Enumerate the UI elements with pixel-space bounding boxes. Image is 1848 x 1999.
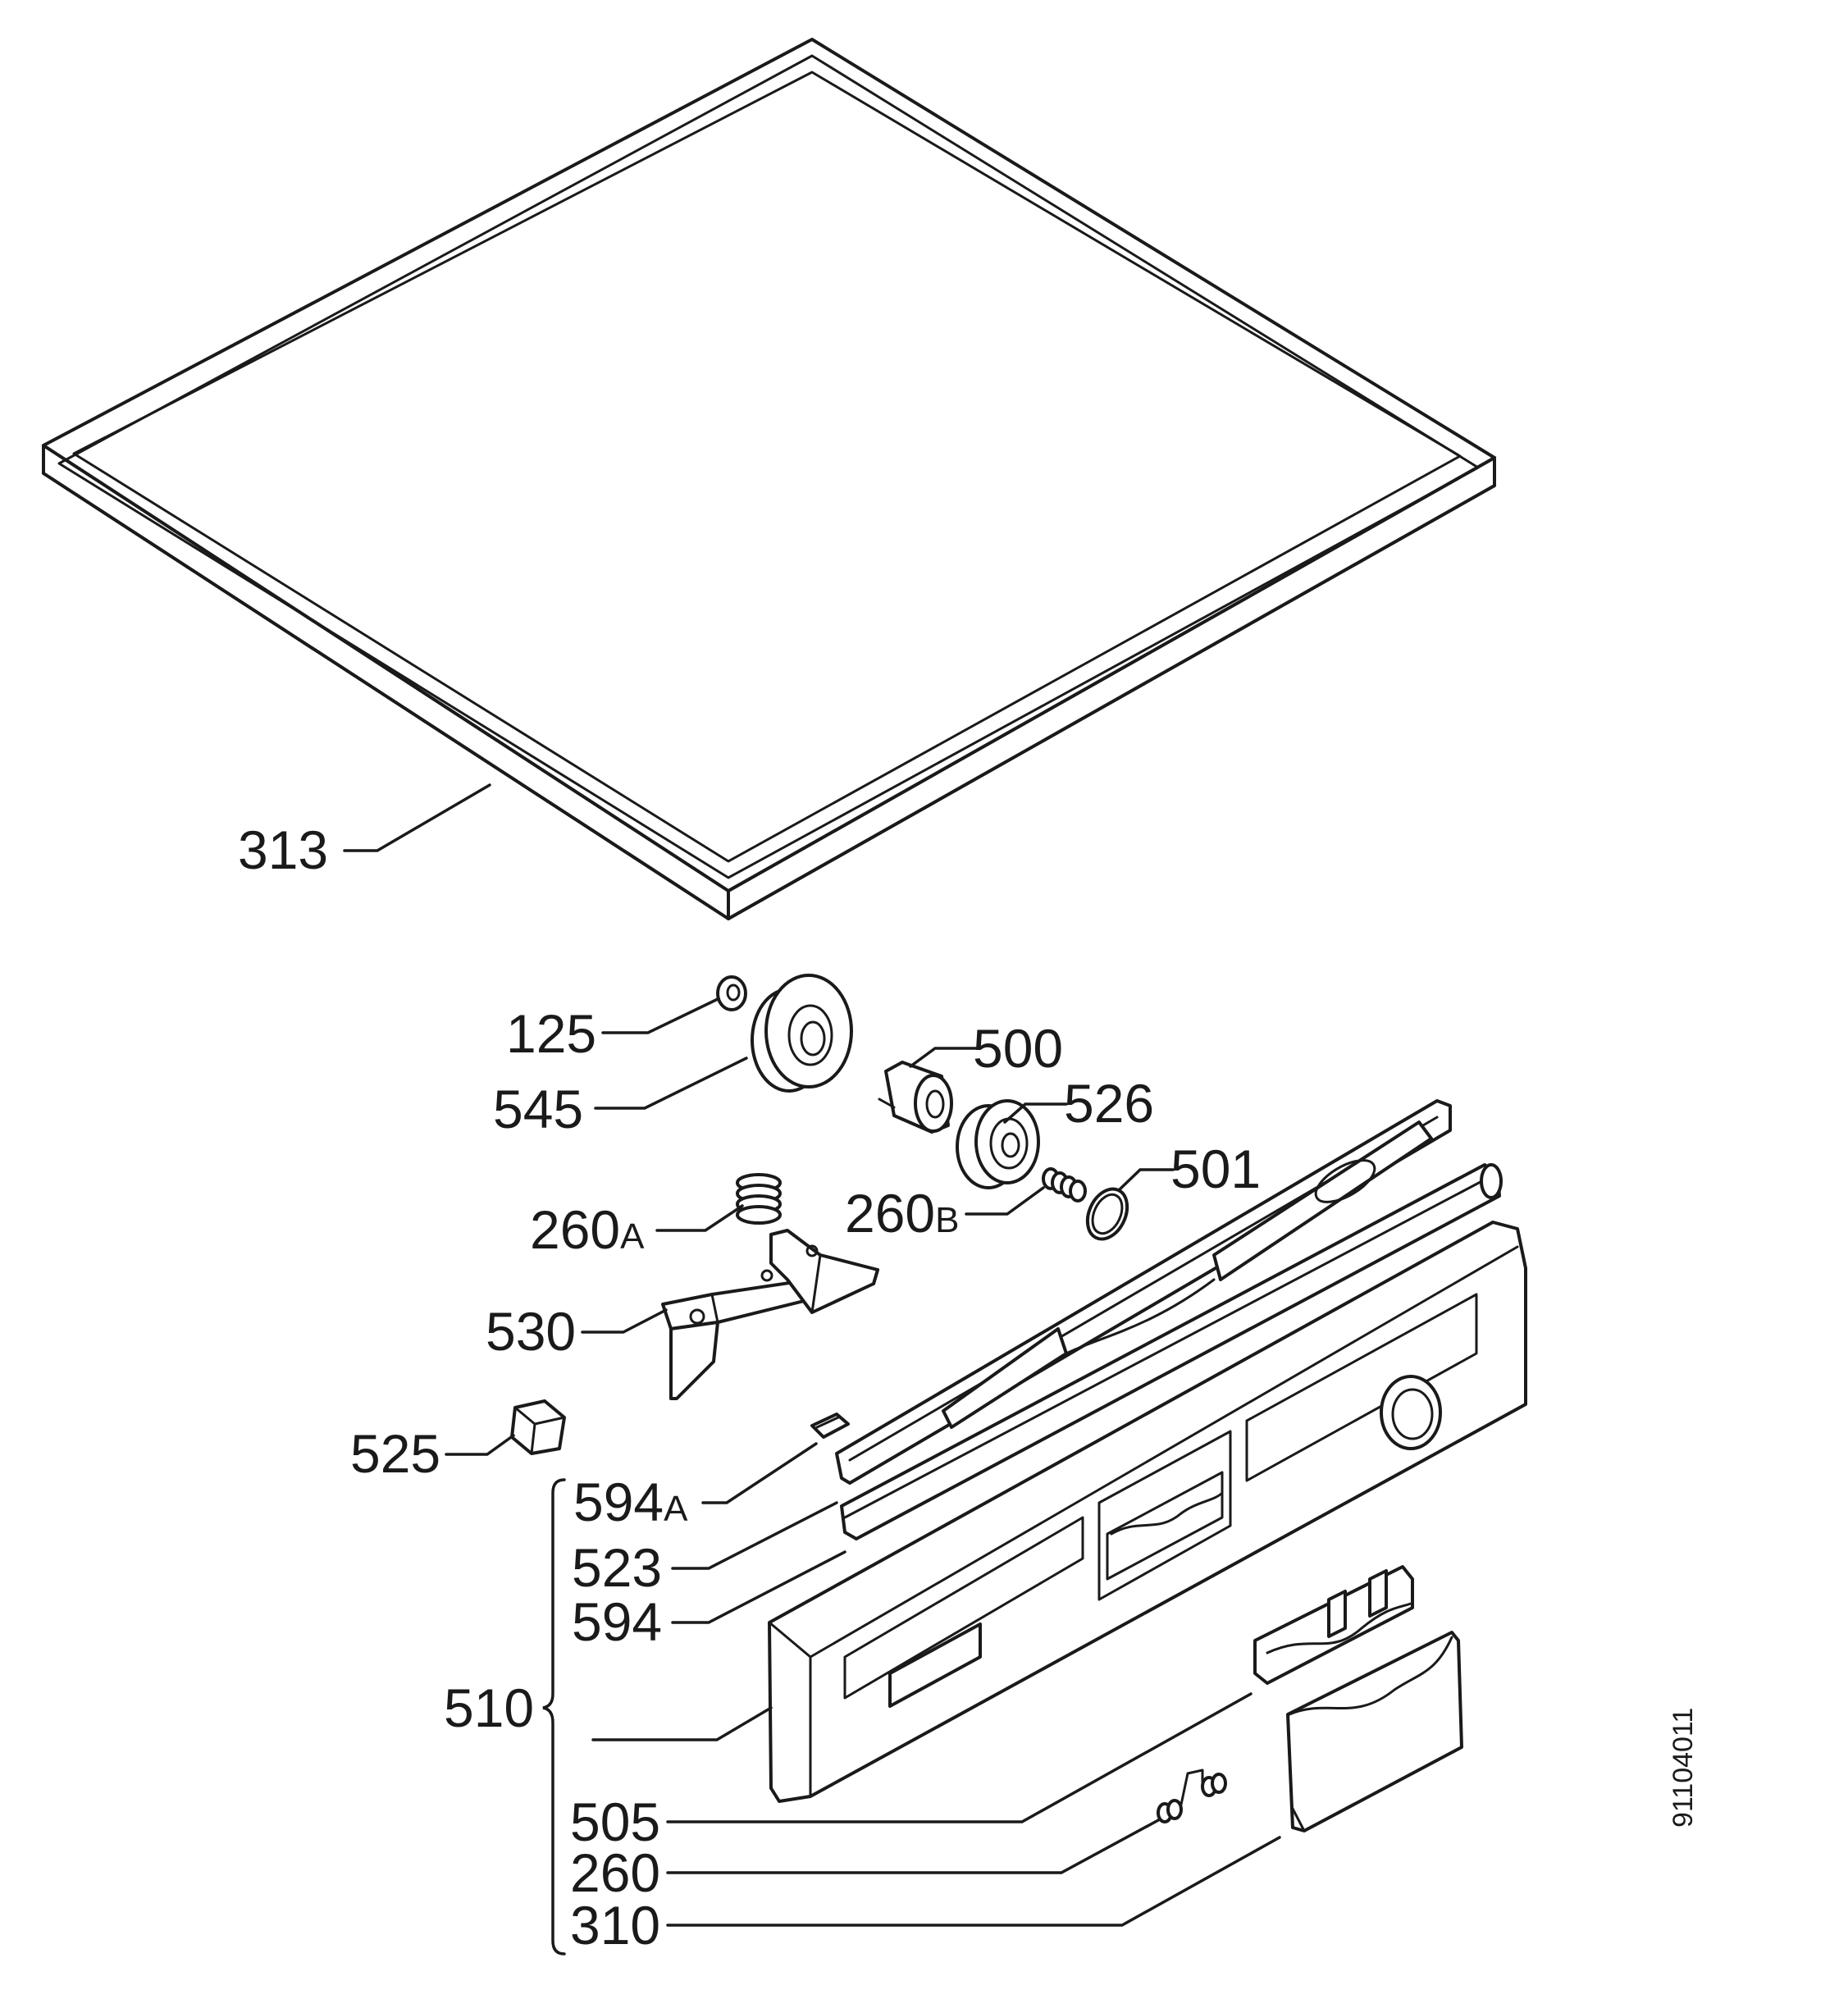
knob-insert-part-500 [878, 1061, 953, 1134]
trim-rod-part-523 [840, 1163, 1503, 1540]
handle-insert-part-505 [1253, 1565, 1414, 1685]
label-510: 510 [444, 1677, 534, 1738]
bracket-part-530 [661, 1229, 879, 1400]
clip-part-594A [810, 1413, 850, 1439]
part-labels: 313 125 545 500 526 501 260A 260B 530 52… [238, 819, 1261, 1956]
label-523: 523 [572, 1537, 662, 1598]
top-cover-part-313 [42, 38, 1496, 920]
leader-lines [343, 783, 1281, 1927]
o-ring-part-501 [1085, 1187, 1129, 1241]
label-500: 500 [973, 1018, 1063, 1079]
group-bracket-510 [542, 1478, 566, 1956]
trim-strip-part-594 [835, 1099, 1452, 1485]
spring-part-260 [1157, 1769, 1227, 1823]
label-525: 525 [350, 1423, 440, 1484]
label-594: 594 [572, 1591, 662, 1652]
label-125: 125 [506, 1003, 596, 1064]
label-310: 310 [570, 1895, 660, 1956]
control-panel-part-510 [768, 1221, 1527, 1803]
label-594A: 594A [573, 1472, 688, 1532]
label-505: 505 [570, 1791, 660, 1852]
drawer-front-part-310 [1286, 1631, 1463, 1832]
label-501: 501 [1170, 1139, 1261, 1199]
label-530: 530 [486, 1301, 576, 1362]
label-313: 313 [238, 819, 328, 880]
label-526: 526 [1064, 1073, 1154, 1134]
label-260B: 260B [845, 1183, 959, 1244]
document-number: 91104011 [1668, 1708, 1699, 1828]
label-260A: 260A [530, 1199, 645, 1260]
spring-part-260A [736, 1173, 782, 1225]
nut-part-125 [716, 975, 747, 1011]
spring-part-260B [1042, 1167, 1087, 1203]
knob-part-545 [751, 974, 853, 1093]
label-545: 545 [493, 1079, 583, 1139]
switch-part-525 [510, 1399, 566, 1455]
label-260: 260 [570, 1842, 660, 1903]
bearing-part-526 [956, 1099, 1040, 1189]
